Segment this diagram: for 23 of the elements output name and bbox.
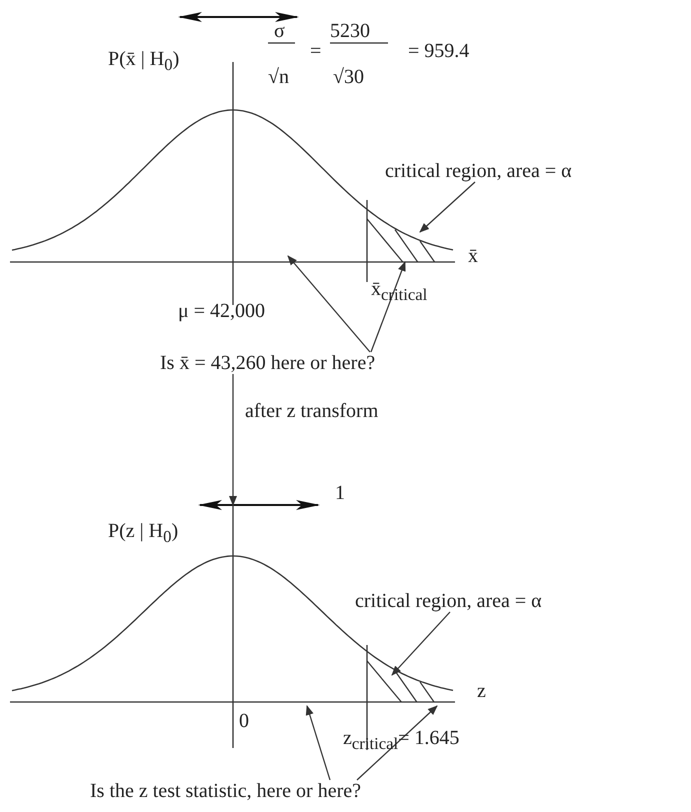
- axis-label: x̄: [468, 245, 478, 267]
- annotation-text: Is the z test statistic, here or here?: [90, 780, 361, 802]
- formula-text: = 959.4: [408, 40, 470, 62]
- formula-text: √30: [333, 66, 364, 88]
- annotation-text: critical region, area = α: [355, 590, 542, 612]
- tick-label: 0: [239, 710, 249, 732]
- formula-text: √n: [268, 66, 289, 88]
- formula-text: 5230: [330, 20, 370, 42]
- leader-line: [391, 612, 450, 676]
- leader-line: [419, 182, 476, 233]
- axis-label: μ = 42,000: [178, 300, 266, 322]
- annotation-text: critical region, area = α: [385, 160, 572, 182]
- axis-label: P(z | H$_{0}$): [108, 520, 178, 546]
- annotation-text: Is x̄ = 43,260 here or here?: [160, 352, 376, 374]
- axis-label: z: [477, 680, 486, 702]
- axis-label: P(x̄ | H$_{0}$): [108, 48, 180, 74]
- leader-line: [287, 255, 370, 352]
- formula-text: =: [310, 40, 322, 62]
- leader-line: [306, 705, 331, 780]
- scale-label: 1: [335, 482, 345, 504]
- leader-line: [356, 705, 438, 780]
- arrow: [229, 374, 237, 506]
- formula-text: σ: [274, 20, 285, 42]
